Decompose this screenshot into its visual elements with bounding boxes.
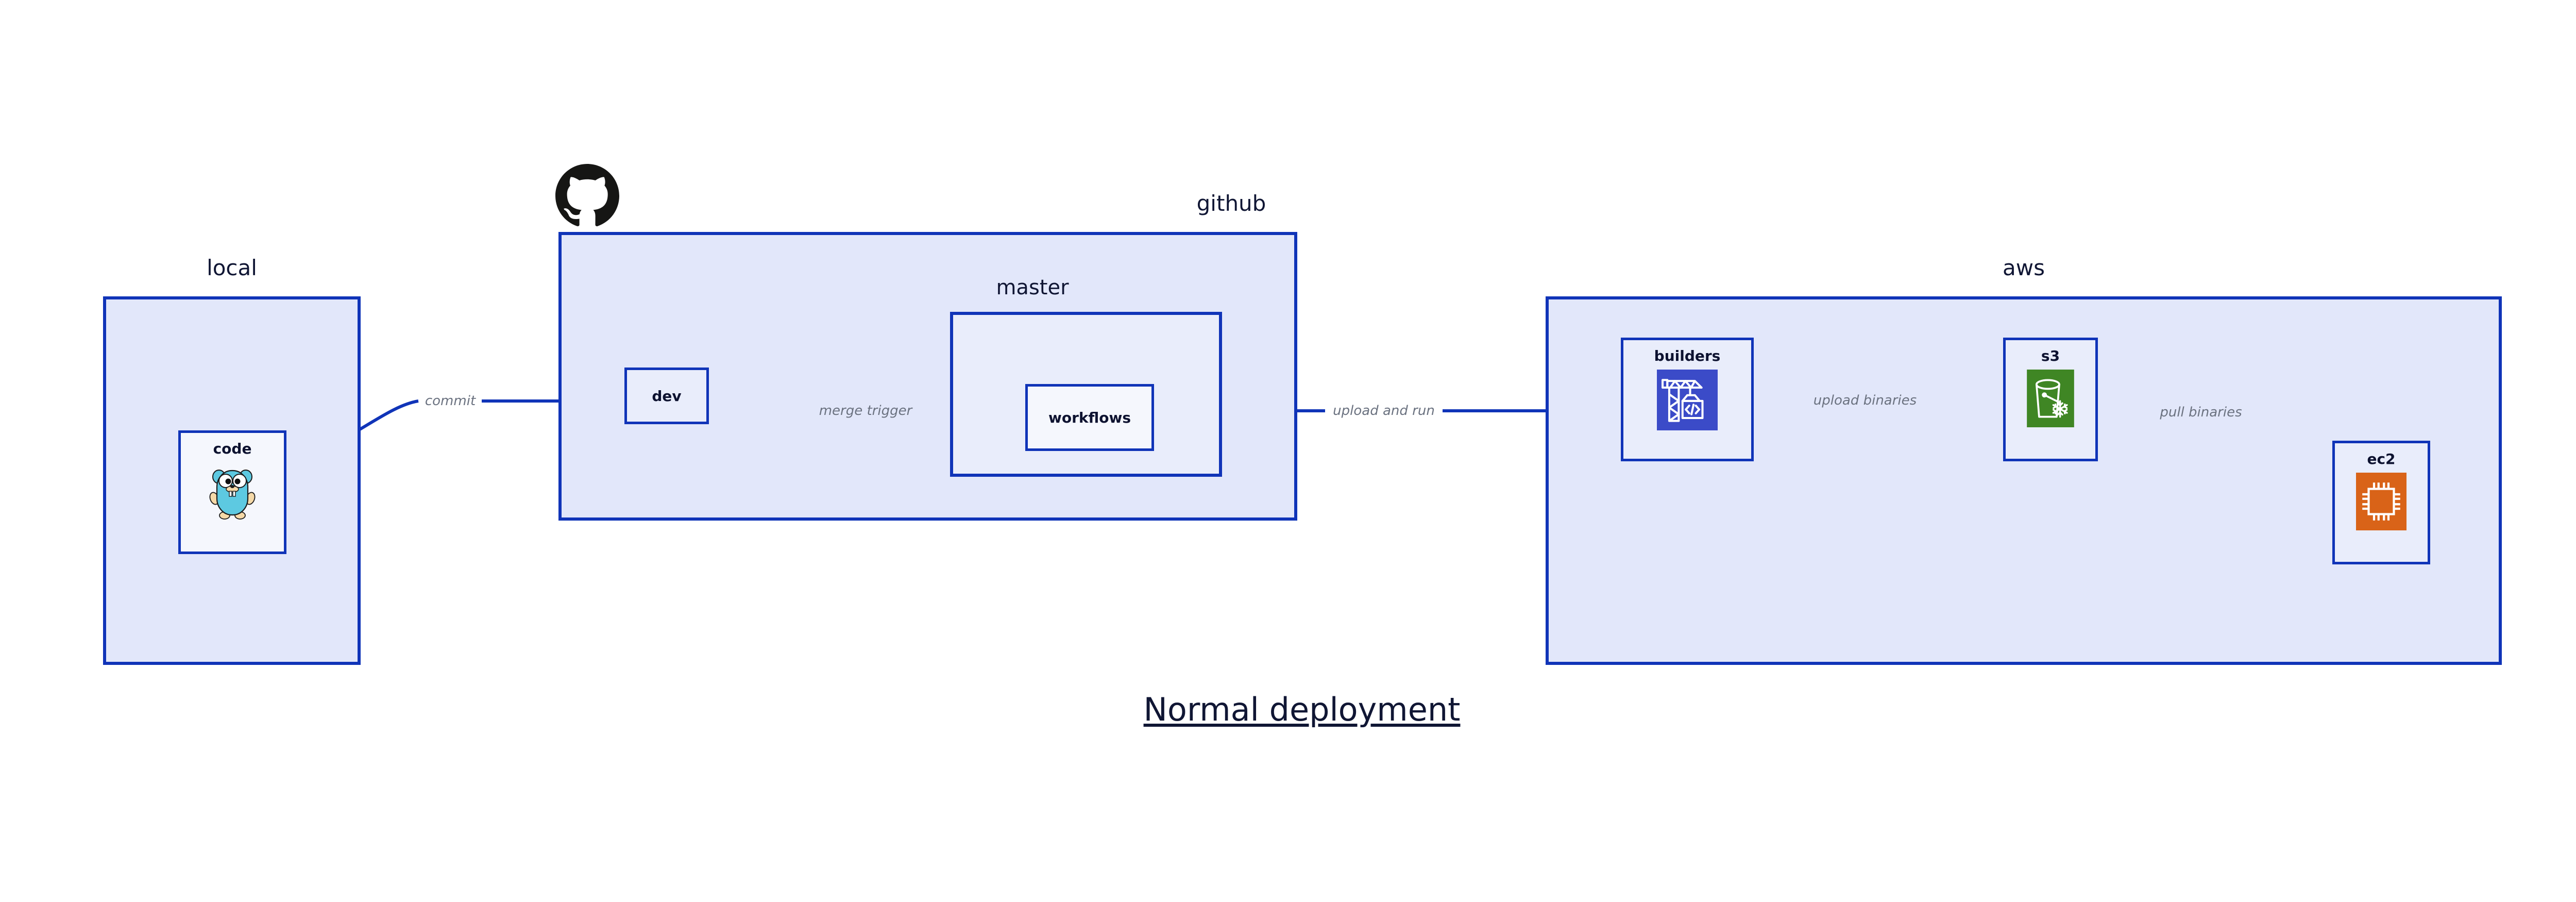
group-label-github: github [1196, 191, 1266, 216]
aws-ec2-chip-icon [2356, 473, 2406, 532]
group-label-aws: aws [2003, 255, 2045, 280]
aws-s3-bucket-icon [2027, 370, 2074, 429]
node-dev[interactable]: dev [624, 368, 709, 424]
edge-label-upload-binaries: upload binaries [1810, 394, 1920, 407]
node-label-code: code [213, 440, 252, 457]
group-label-local: local [207, 255, 257, 280]
node-label-s3: s3 [2041, 347, 2060, 364]
edge-label-pull-binaries: pull binaries [2157, 406, 2245, 419]
go-gopher-icon [208, 463, 257, 522]
page-title: Normal deployment [1143, 691, 1461, 728]
node-ec2[interactable]: ec2 [2332, 441, 2430, 564]
aws-builders-crane-icon [1657, 370, 1718, 432]
github-octocat-icon [555, 164, 619, 230]
group-label-master: master [996, 276, 1069, 299]
node-label-workflows: workflows [1048, 409, 1131, 426]
edge-label-merge-trigger: merge trigger [816, 404, 916, 417]
edge-label-upload-and-run: upload and run [1330, 404, 1438, 417]
node-workflows[interactable]: workflows [1025, 384, 1154, 451]
node-label-dev: dev [652, 387, 682, 405]
node-code[interactable]: code [178, 430, 286, 554]
edge-label-commit: commit [421, 394, 479, 408]
node-s3[interactable]: s3 [2003, 338, 2098, 461]
node-label-ec2: ec2 [2367, 450, 2396, 467]
node-builders[interactable]: builders [1621, 338, 1754, 461]
node-label-builders: builders [1654, 347, 1721, 364]
